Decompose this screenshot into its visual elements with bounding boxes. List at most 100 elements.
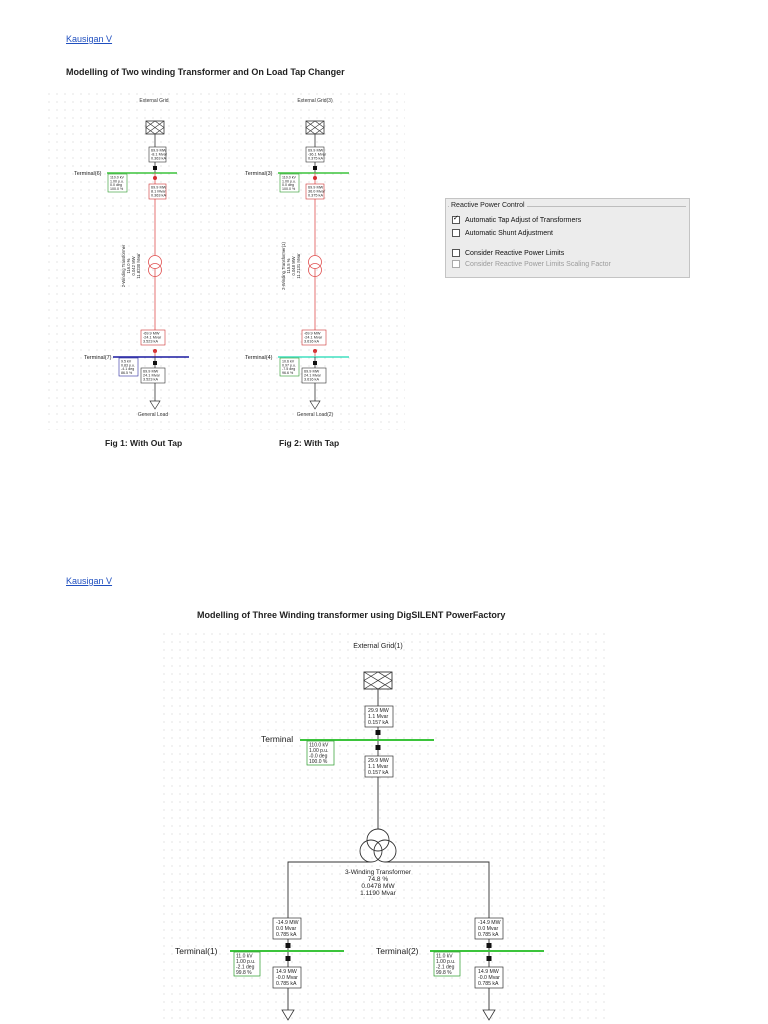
fig1-bus-values-box: 110.0 kV 1.00 p.u. 0.0 deg 100.0 % <box>107 173 128 193</box>
tw-hv-bus-label: Terminal <box>261 734 293 744</box>
svg-text:0.363 kA: 0.363 kA <box>151 157 166 161</box>
fig1-breaker-icon <box>153 166 157 170</box>
svg-text:100.0 %: 100.0 % <box>309 759 328 765</box>
svg-text:3.616 kA: 3.616 kA <box>304 378 319 382</box>
tw-branch-lines <box>287 861 490 920</box>
svg-text:0.157 kA: 0.157 kA <box>368 720 389 726</box>
rpc-group-border <box>448 206 686 207</box>
svg-text:-36.1 Mvar: -36.1 Mvar <box>308 153 327 157</box>
option-automatic-shunt-adjustment[interactable]: Automatic Shunt Adjustment <box>452 229 553 237</box>
fig2-breaker-icon <box>313 166 317 170</box>
svg-text:36.0 Mvar: 36.0 Mvar <box>308 190 326 194</box>
option-scaling-factor: Consider Reactive Power Limits Scaling F… <box>452 260 611 268</box>
svg-text:24.1 Mvar: 24.1 Mvar <box>304 374 322 378</box>
svg-text:29.9 MW: 29.9 MW <box>368 758 389 764</box>
fig2-switch-icon <box>313 176 317 180</box>
svg-text:1.00 p.u.: 1.00 p.u. <box>436 959 455 965</box>
checkbox-disabled-icon <box>452 260 460 268</box>
svg-text:86.5 %: 86.5 % <box>121 371 133 375</box>
svg-text:0.0 Mvar: 0.0 Mvar <box>478 926 498 932</box>
svg-text:-14.9 MW: -14.9 MW <box>478 920 501 926</box>
fig2-caption: Fig 2: With Tap <box>279 438 340 448</box>
svg-text:-14.9 MW: -14.9 MW <box>276 920 299 926</box>
option-consider-reactive-power-limits[interactable]: Consider Reactive Power Limits <box>452 249 564 257</box>
tw-external-grid-icon <box>363 671 393 690</box>
fig1-external-grid-icon <box>145 120 165 135</box>
fig2-transformer-label: 2-Winding Transformer(1) 115.5 % 0.048 M… <box>281 242 301 290</box>
svg-text:1.00 p.u.: 1.00 p.u. <box>282 179 296 183</box>
tw-grid-label: External Grid(1) <box>353 643 402 650</box>
svg-text:0.363 kA: 0.363 kA <box>151 194 166 198</box>
svg-text:69.9 MW: 69.9 MW <box>304 370 320 374</box>
svg-text:9.5 kV: 9.5 kV <box>121 360 132 364</box>
svg-text:-69.9 MW: -69.9 MW <box>304 332 321 336</box>
fig2-lv-side-box: -69.9 MW -24.1 Mvar 3.616 kA <box>301 329 327 346</box>
svg-text:96.6 %: 96.6 % <box>282 371 294 375</box>
svg-text:0.785 kA: 0.785 kA <box>478 932 499 938</box>
option-automatic-tap-adjust[interactable]: Automatic Tap Adjust of Transformers <box>452 214 582 224</box>
svg-text:8.1 Mvar: 8.1 Mvar <box>151 190 167 194</box>
tw-right-bus-label: Terminal(2) <box>376 946 419 956</box>
fig1-canvas: External Grid 69.9 MW -8.1 Mvar 0.363 kA… <box>45 90 225 430</box>
fig2-load-arrow-icon <box>309 400 321 410</box>
svg-text:-2.1 deg: -2.1 deg <box>436 965 455 971</box>
fig1-grid-label: External Grid <box>139 98 168 104</box>
fig2-external-grid-icon <box>305 120 325 135</box>
tw-right-bus-values-box: 11.0 kV 1.00 p.u. -2.1 deg 99.8 % <box>433 951 461 977</box>
tw-grid-out-box: 29.9 MW 1.1 Mvar 0.157 kA <box>364 705 394 728</box>
svg-text:69.9 MW: 69.9 MW <box>151 186 167 190</box>
fig1-load-arrow-icon <box>149 400 161 410</box>
option-label: Automatic Tap Adjust of Transformers <box>465 216 582 224</box>
fig1-switch-icon <box>153 176 157 180</box>
svg-text:1.1 Mvar: 1.1 Mvar <box>368 714 388 720</box>
svg-text:3.616 kA: 3.616 kA <box>304 340 319 344</box>
fig2-bus-values-box: 110.0 kV 1.00 p.u. 0.0 deg 100.0 % <box>279 173 300 193</box>
svg-text:-0.0 Mvar: -0.0 Mvar <box>478 975 500 981</box>
option-label: Automatic Shunt Adjustment <box>465 229 553 237</box>
svg-text:2-Winding Transformer: 2-Winding Transformer <box>121 244 126 287</box>
svg-text:-0.0 deg: -0.0 deg <box>309 754 328 760</box>
svg-text:-2.1 deg: -2.1 deg <box>236 965 255 971</box>
tw-left-bus-label: Terminal(1) <box>175 946 218 956</box>
svg-text:74.8 %: 74.8 % <box>368 876 388 883</box>
svg-text:99.8 %: 99.8 % <box>236 970 252 976</box>
fig1-load-bus-label: Terminal(7) <box>84 355 112 361</box>
svg-text:14.9 MW: 14.9 MW <box>478 969 499 975</box>
author-link-2[interactable]: Kausigan V <box>66 576 113 586</box>
three-winding-canvas: External Grid(1) 29.9 MW 1.1 Mvar 0.157 … <box>160 630 608 1024</box>
svg-text:2-Winding Transformer(1): 2-Winding Transformer(1) <box>281 242 286 290</box>
fig2-bus-label: Terminal(3) <box>245 171 273 177</box>
author-link-1[interactable]: Kausigan V <box>66 34 113 44</box>
svg-text:10.6 kV: 10.6 kV <box>282 360 295 364</box>
svg-text:11.0 kV: 11.0 kV <box>436 954 453 960</box>
svg-text:0.83 p.u.: 0.83 p.u. <box>121 363 135 367</box>
svg-text:115.5 %: 115.5 % <box>286 258 291 273</box>
checkbox-checked-icon[interactable] <box>452 214 460 224</box>
fig1-bus-label: Terminal(6) <box>74 171 102 177</box>
checkbox-icon[interactable] <box>452 229 460 237</box>
svg-text:-4.1 deg: -4.1 deg <box>121 367 134 371</box>
tw-right-load-arrow-icon <box>482 1009 496 1021</box>
tw-left-load-arrow-icon <box>281 1009 295 1021</box>
fig1-load-in-box: 69.9 MW 24.1 Mvar 3.523 kA <box>140 367 166 384</box>
svg-text:14.9 MW: 14.9 MW <box>276 969 297 975</box>
svg-text:3.523 kA: 3.523 kA <box>143 378 158 382</box>
tw-left-breaker-icon <box>285 943 291 948</box>
checkbox-icon[interactable] <box>452 249 460 257</box>
svg-text:100.0 %: 100.0 % <box>110 187 124 191</box>
tw-right-breaker-icon-2 <box>486 956 492 961</box>
svg-text:69.9 MW: 69.9 MW <box>308 186 324 190</box>
fig1-transformer-icon <box>148 255 162 277</box>
fig1-load-breaker-icon <box>153 361 157 365</box>
svg-text:11.2131 Mvar: 11.2131 Mvar <box>296 253 301 279</box>
fig1-lv-side-box: -69.9 MW -24.1 Mvar 3.523 kA <box>140 329 166 346</box>
reactive-power-control-panel <box>445 198 690 278</box>
svg-text:110.0 kV: 110.0 kV <box>282 176 297 180</box>
fig2-hv-side-box: 69.9 MW 36.0 Mvar 0.375 kA <box>305 183 326 200</box>
svg-text:116.0 %: 116.0 % <box>126 258 131 273</box>
tw-transformer-label: 3-Winding Transformer 74.8 % 0.0478 MW 1… <box>345 869 412 897</box>
tw-left-bottom-box: 14.9 MW -0.0 Mvar 0.785 kA <box>272 966 302 989</box>
svg-text:69.9 MW: 69.9 MW <box>143 370 159 374</box>
svg-text:110.0 kV: 110.0 kV <box>309 743 329 749</box>
svg-text:1.00 p.u.: 1.00 p.u. <box>309 748 328 754</box>
